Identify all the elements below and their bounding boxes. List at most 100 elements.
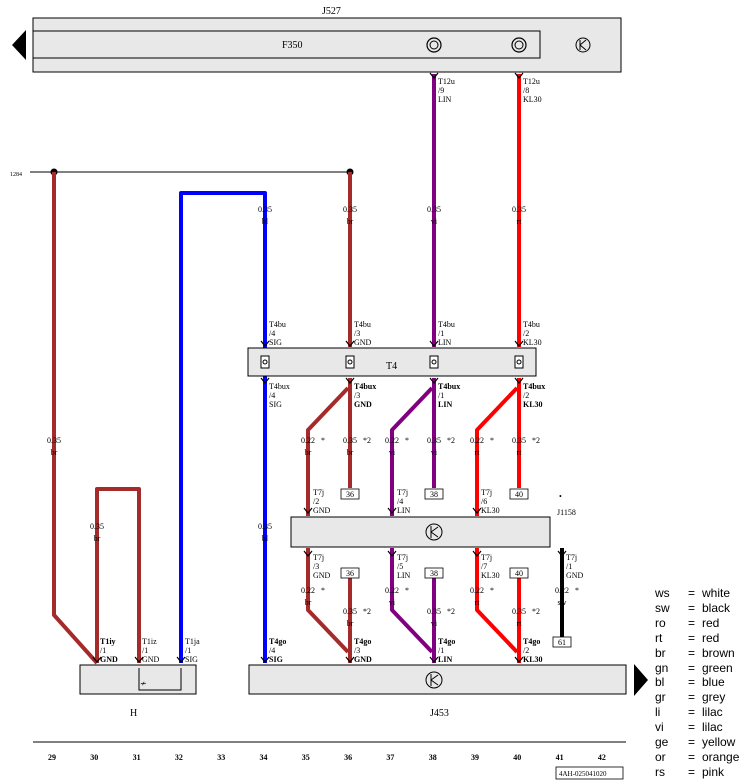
wire-color: vi xyxy=(431,619,438,628)
legend-equals: = xyxy=(688,645,696,660)
legend-code: or xyxy=(655,749,666,764)
ref-1284: 1284 xyxy=(10,172,22,178)
wire-37-violet-upper xyxy=(390,386,434,516)
wire-color: bl xyxy=(262,534,269,543)
connector-arrow-icon xyxy=(260,377,270,384)
connector-arrow-icon xyxy=(345,377,355,384)
wire-color: br xyxy=(51,448,58,457)
wire-39-red-lower xyxy=(475,548,519,654)
wire-color: br xyxy=(305,448,312,457)
legend-color-name: brown xyxy=(702,645,735,660)
legend-row: gr=grey xyxy=(655,690,752,705)
legend-code: gr xyxy=(655,690,666,705)
wire-39-red-upper xyxy=(475,386,519,516)
wire-note: * xyxy=(575,586,579,595)
pin-number: /1 xyxy=(100,646,106,655)
legend-row: br = brown xyxy=(655,646,752,661)
pin-number: /3 xyxy=(354,391,360,400)
legend-color-name: orange xyxy=(702,749,740,764)
h-module xyxy=(79,664,197,695)
legend-code: sw xyxy=(655,600,670,615)
pin-number: /1 xyxy=(438,646,444,655)
legend-color-name: lilac xyxy=(702,720,723,735)
transistor-icon xyxy=(575,37,591,53)
legend-color-name: blue xyxy=(702,675,725,690)
arrow-right-icon xyxy=(634,664,648,696)
legend-code: br xyxy=(655,645,666,660)
legend-color-name: pink xyxy=(702,764,725,779)
legend-code: ws xyxy=(655,586,670,600)
cross-ref-box xyxy=(424,567,444,579)
pin-number: /4 xyxy=(269,391,275,400)
legend-row: rs=pink xyxy=(655,765,752,780)
signal-label: SIG xyxy=(269,338,282,347)
j1158-module xyxy=(290,516,551,548)
arrow-left-icon xyxy=(12,30,26,60)
wire-note: *2 xyxy=(532,436,540,445)
cross-ref-box xyxy=(340,567,360,579)
wire-29-brown xyxy=(52,172,99,665)
wire-37-violet-lower xyxy=(390,548,434,654)
legend-row: vi=lilac xyxy=(655,720,752,735)
legend-color-name: red xyxy=(702,630,720,645)
pin-icon xyxy=(429,355,439,369)
pin-label: T7j xyxy=(397,553,408,562)
pin-number: /1 xyxy=(142,646,148,655)
wire-32-34-blue xyxy=(179,191,267,663)
column-number: 34 xyxy=(260,753,268,762)
pin-label: T4go xyxy=(269,637,286,646)
cross-ref-number: 61 xyxy=(558,638,566,647)
pin-number: /3 xyxy=(354,646,360,655)
pin-number: /3 xyxy=(313,562,319,571)
dot-marker: • xyxy=(559,492,562,501)
legend-row: ws=white xyxy=(655,586,752,601)
legend-equals: = xyxy=(688,600,696,615)
wire-color: br xyxy=(94,534,101,543)
legend-equals: = xyxy=(688,705,696,720)
signal-label: GND xyxy=(313,506,331,515)
column-number: 30 xyxy=(90,753,98,762)
wire-size: 0.22 xyxy=(470,586,484,595)
wire-note: *2 xyxy=(363,436,371,445)
legend-equals: = xyxy=(688,764,696,779)
wire-note: * xyxy=(405,586,409,595)
column-number: 32 xyxy=(175,753,183,762)
column-number: 41 xyxy=(556,753,564,762)
h-label: H xyxy=(130,708,137,719)
wire-size: 0.35 xyxy=(258,522,272,531)
j453-module xyxy=(248,664,627,695)
column-number: 38 xyxy=(429,753,437,762)
legend-code: gn xyxy=(655,660,669,675)
column-number: 29 xyxy=(48,753,56,762)
pin-number: /2 xyxy=(523,646,529,655)
doc-id-box xyxy=(555,766,624,780)
coil-icon xyxy=(426,37,442,53)
legend-equals: = xyxy=(688,675,696,690)
wire-color: br xyxy=(305,598,312,607)
connector-arrows xyxy=(92,72,567,663)
wire-color: br xyxy=(347,448,354,457)
pin-number: /4 xyxy=(269,329,275,338)
legend-color-name: red xyxy=(702,615,720,630)
connector-arrow-icon xyxy=(303,550,313,557)
cross-ref-box xyxy=(424,488,444,500)
signal-label: KL30 xyxy=(523,655,543,664)
signal-label: KL30 xyxy=(481,571,500,580)
wire-size: 0.22 xyxy=(555,586,569,595)
legend-row: or=orange xyxy=(655,750,752,765)
wire-size: 0.35 xyxy=(47,436,61,445)
pin-number: /9 xyxy=(438,86,444,95)
j527-label: J527 xyxy=(322,6,341,17)
wire-size: 0.35 xyxy=(258,205,272,214)
wire-note: *2 xyxy=(532,607,540,616)
connector-arrow-icon xyxy=(429,377,439,384)
wire-color: bl xyxy=(262,217,269,226)
legend-row: sw=black xyxy=(655,601,752,616)
legend-row: bl=blue xyxy=(655,675,752,690)
cross-ref-number: 40 xyxy=(515,490,523,499)
legend-equals: = xyxy=(688,615,696,630)
wire-size: 0.35 xyxy=(343,436,357,445)
connector-arrow-icon xyxy=(134,656,144,663)
cross-ref-number: 38 xyxy=(430,490,438,499)
signal-label: KL30 xyxy=(523,400,543,409)
